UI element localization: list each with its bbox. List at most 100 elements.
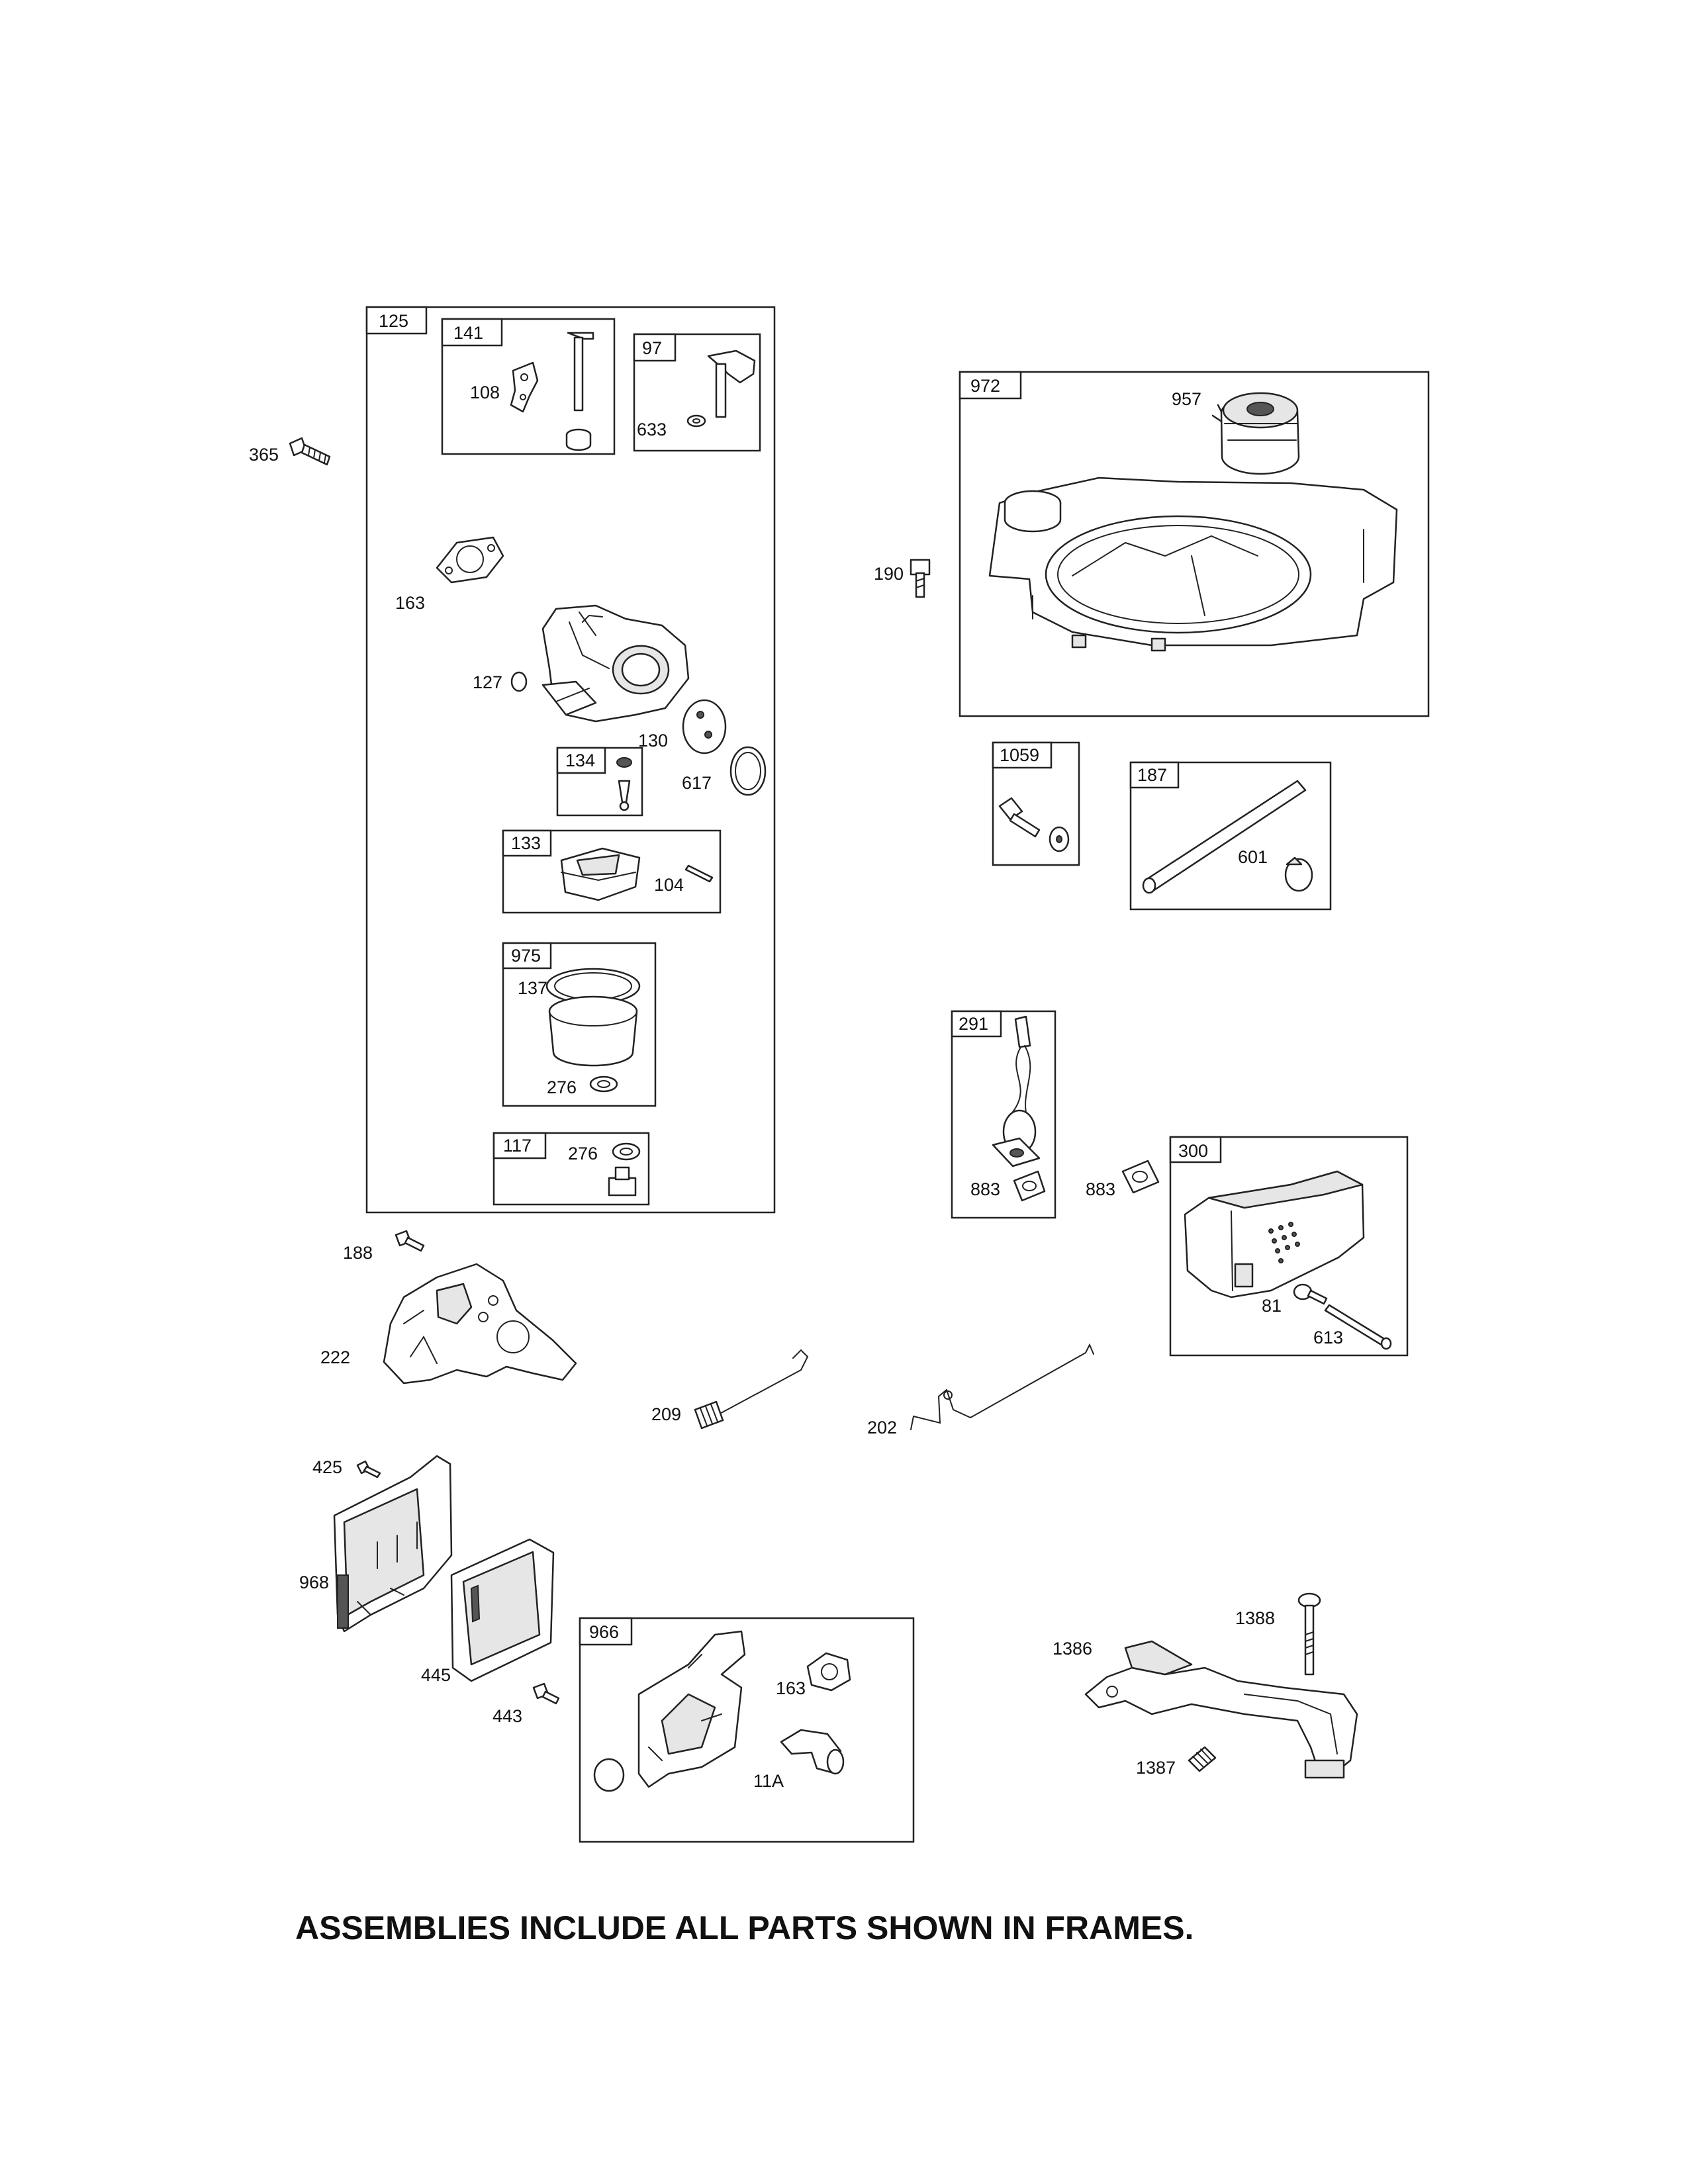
part-label-137: 137: [518, 978, 547, 998]
part-label-276-bolt: 276: [568, 1144, 598, 1163]
fuel-cap-957: [1211, 392, 1300, 475]
frame-141: 141 108: [441, 318, 616, 455]
frame-label-133: 133: [511, 833, 541, 853]
part-label-1386: 1386: [1053, 1639, 1092, 1659]
gasket-883-outer: 883: [1086, 1160, 1160, 1199]
gasket-163-lower: [806, 1652, 851, 1692]
fuel-shutoff-part: [992, 1015, 1041, 1167]
frame-117: 117 276: [492, 1132, 650, 1206]
part-label-633: 633: [637, 420, 667, 439]
part-label-601: 601: [1238, 847, 1268, 867]
frame-134: 134: [556, 747, 643, 817]
muffler-vent-dots: [1268, 1222, 1300, 1263]
bolt-613: 613: [1313, 1304, 1392, 1350]
elbow-11A: [780, 1729, 845, 1775]
frame-975: 975 137 276: [502, 942, 657, 1107]
part-label-425: 425: [312, 1457, 342, 1477]
frame-label-97: 97: [642, 338, 662, 358]
part-label-222: 222: [320, 1347, 350, 1367]
frame-label-1059: 1059: [1000, 745, 1039, 765]
part-label-1388: 1388: [1235, 1608, 1275, 1628]
part-label-957: 957: [1172, 389, 1201, 409]
pin-104: 104: [654, 864, 714, 895]
part-label-202: 202: [867, 1418, 897, 1437]
spring-209: 209: [651, 1349, 809, 1430]
frame-label-291: 291: [959, 1014, 988, 1034]
part-label-104: 104: [654, 875, 684, 895]
part-label-445: 445: [421, 1665, 451, 1685]
filter-445: 445: [421, 1538, 555, 1685]
frame-label-972: 972: [970, 376, 1000, 396]
spring-1387: 1387: [1136, 1746, 1217, 1778]
gasket-883-inner: [1013, 1170, 1046, 1202]
part-label-81: 81: [1262, 1296, 1282, 1316]
clamp-601: [1284, 856, 1313, 892]
frame-133: 133 104: [502, 829, 722, 914]
frame-label-966: 966: [589, 1622, 619, 1642]
part-label-163-lower: 163: [776, 1678, 806, 1698]
part-label-968: 968: [299, 1572, 329, 1592]
frame-label-187: 187: [1137, 765, 1167, 785]
part-label-127: 127: [473, 672, 502, 692]
washer-633-part: [686, 414, 706, 428]
bracket-1386: 1386: [1053, 1639, 1358, 1779]
frame-label-134: 134: [565, 751, 595, 770]
screw-188: 188: [343, 1230, 425, 1263]
part-label-188: 188: [343, 1243, 373, 1263]
bracket-222: 222: [320, 1263, 577, 1385]
part-label-883-outer: 883: [1086, 1179, 1115, 1199]
bowl-bolt-part: [608, 1166, 637, 1197]
float-part: [560, 847, 641, 901]
frame-label-975: 975: [511, 946, 541, 966]
part-label-276-bowl: 276: [547, 1077, 577, 1097]
screw-365: 365: [249, 437, 331, 466]
part-label-190: 190: [874, 564, 904, 584]
fuel-line-part: [1142, 780, 1307, 894]
fitting-190: 190: [874, 559, 931, 598]
carburetor-body: [541, 604, 690, 723]
frame-125: 125: [365, 306, 776, 1214]
bushing-part: [565, 428, 592, 451]
washer-276-bowl: [589, 1075, 618, 1093]
part-label-443: 443: [492, 1706, 522, 1726]
part-label-163-upper: 163: [395, 593, 425, 613]
part-label-130: 130: [638, 731, 668, 751]
frame-966: 966 163 11A: [579, 1617, 915, 1843]
part-label-617: 617: [682, 773, 712, 793]
part-label-11A: 11A: [753, 1771, 784, 1791]
o-ring-617: 617: [682, 746, 767, 796]
footer-note: ASSEMBLIES INCLUDE ALL PARTS SHOWN IN FR…: [295, 1909, 1194, 1946]
needle-valve-part: [616, 757, 632, 811]
link-202: 202: [867, 1343, 1094, 1437]
frame-label-141: 141: [453, 323, 483, 343]
part-label-365: 365: [249, 445, 279, 465]
plug-127: 127: [473, 671, 528, 692]
part-label-883-inner: 883: [970, 1179, 1000, 1199]
frame-187: 187 601: [1129, 761, 1332, 911]
frame-300: 300 81 613: [1169, 1136, 1409, 1357]
frame-972: 972 957: [959, 371, 1430, 717]
frame-label-300: 300: [1178, 1141, 1208, 1161]
choke-lever-part: [510, 361, 539, 413]
air-cleaner-base-968: 968: [299, 1455, 453, 1633]
part-label-108: 108: [470, 383, 500, 402]
gasket-163-upper: 163: [395, 536, 504, 613]
part-label-613: 613: [1313, 1328, 1343, 1347]
shaft-part: [567, 332, 594, 412]
diaphragm-130: 130: [638, 699, 727, 754]
frame-97: 97 633: [633, 333, 761, 452]
float-bowl-part: [545, 968, 641, 1067]
throttle-shaft-part: [707, 349, 756, 418]
frame-1059: 1059: [992, 741, 1080, 866]
part-label-209: 209: [651, 1404, 681, 1424]
washer-276-bolt: [612, 1142, 641, 1161]
screw-443: 443: [492, 1682, 560, 1726]
fuel-tank-part: [988, 477, 1398, 652]
frame-291: 291 883: [951, 1010, 1056, 1219]
screw-425: 425: [312, 1457, 381, 1479]
screw-81: 81: [1262, 1283, 1328, 1316]
part-label-1387: 1387: [1136, 1758, 1176, 1778]
frame-label-117: 117: [503, 1136, 532, 1156]
muffler-part: [1184, 1170, 1365, 1298]
